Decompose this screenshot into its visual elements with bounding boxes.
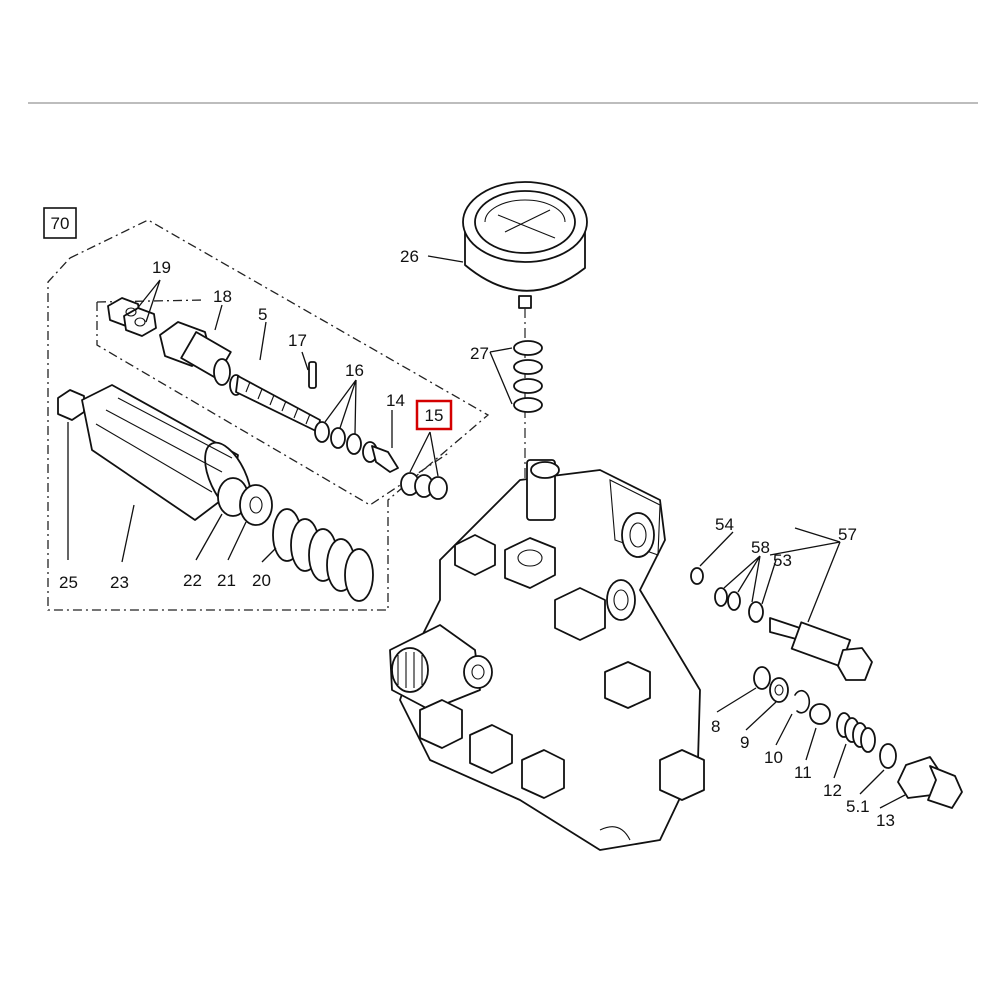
label-10: 10: [764, 748, 783, 767]
part-25-nut: [57, 389, 85, 421]
part-18-fitting: [159, 321, 232, 386]
part-12-spring: [836, 712, 876, 753]
part-19-nuts: [107, 297, 157, 337]
part-10-clip: [794, 689, 811, 714]
part-26-gauge: [462, 181, 588, 309]
label-8: 8: [711, 717, 720, 736]
label-27: 27: [470, 344, 489, 363]
label-15: 15: [425, 406, 444, 425]
valve-body: [389, 459, 705, 851]
subassembly-upper-edge: [96, 299, 206, 303]
part-15-rings: [400, 472, 448, 500]
label-5: 5: [258, 305, 267, 324]
part-14-needle: [371, 445, 399, 473]
part-16-orings: [314, 421, 378, 463]
label-16: 16: [345, 361, 364, 380]
label-12: 12: [823, 781, 842, 800]
label-13: 13: [876, 811, 895, 830]
part-11-ball: [809, 703, 831, 725]
part-17-pin: [308, 361, 317, 389]
label-53: 53: [773, 551, 792, 570]
label-18: 18: [213, 287, 232, 306]
label-17: 17: [288, 331, 307, 350]
assembly-70-box: [43, 207, 77, 239]
label-15-highlight-box: [415, 399, 453, 431]
assembly-70-outline: [47, 219, 490, 611]
part-20-spring: [272, 508, 374, 602]
label-25: 25: [59, 573, 78, 592]
part-8-ring: [753, 666, 771, 690]
part-9-washer: [769, 677, 789, 703]
assembly-70-label: 70: [51, 214, 70, 233]
label-58: 58: [751, 538, 770, 557]
label-20: 20: [252, 571, 271, 590]
label-19: 19: [152, 258, 171, 277]
label-21: 21: [217, 571, 236, 590]
part-57-valve: [769, 617, 873, 681]
label-57: 57: [838, 525, 857, 544]
label-5-1: 5.1: [846, 797, 870, 816]
label-14: 14: [386, 391, 405, 410]
leader-lines: [67, 255, 906, 809]
part-5-1-ring: [879, 743, 897, 769]
part-58-orings: [714, 587, 764, 623]
part-27-orings: [513, 340, 543, 413]
part-21-washer: [239, 484, 273, 526]
label-23: 23: [110, 573, 129, 592]
part-5-stem: [229, 374, 321, 433]
label-9: 9: [740, 733, 749, 752]
part-54-ring: [690, 567, 704, 585]
part-13-plug: [897, 756, 963, 809]
label-22: 22: [183, 571, 202, 590]
label-54: 54: [715, 515, 734, 534]
label-11: 11: [794, 763, 812, 782]
label-26: 26: [400, 247, 419, 266]
